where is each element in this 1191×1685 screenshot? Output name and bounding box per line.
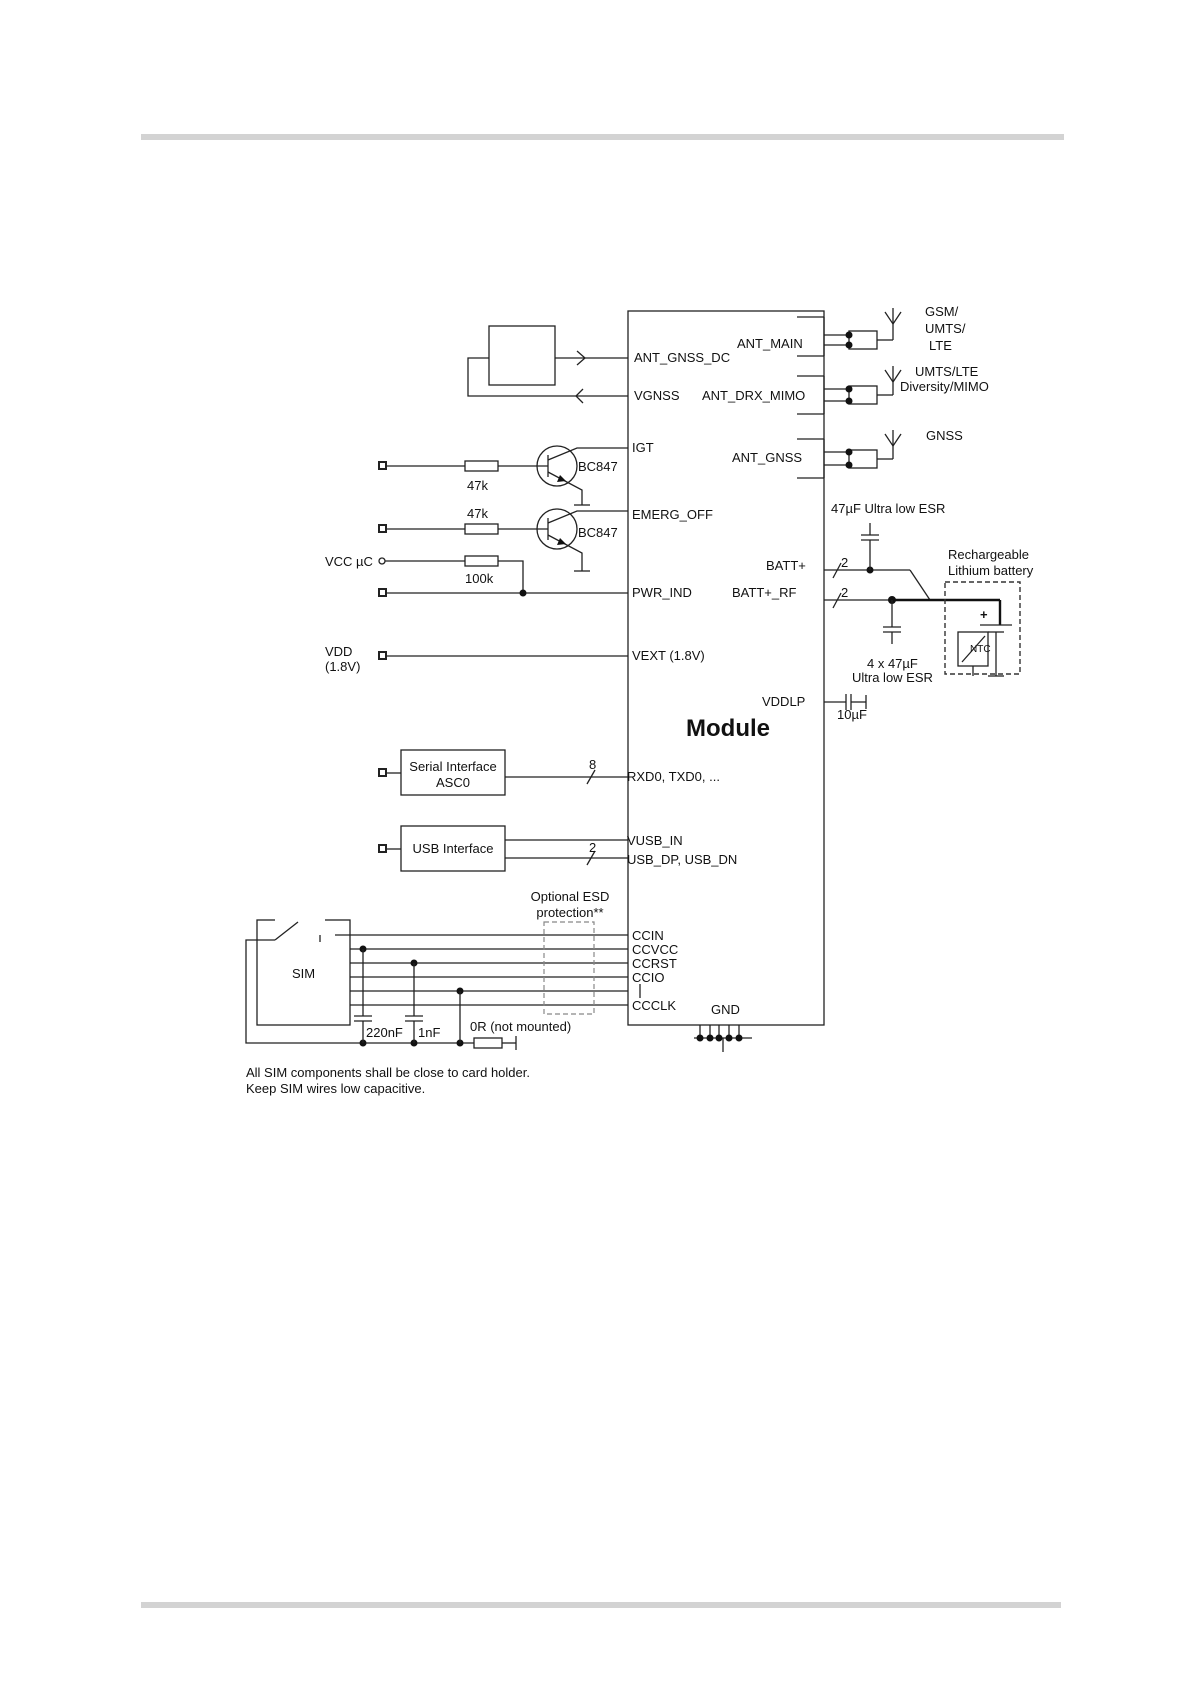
- pin-igt: IGT: [632, 440, 654, 455]
- note-line-2: Keep SIM wires low capacitive.: [246, 1081, 425, 1096]
- gnss-supply-section: [467, 325, 628, 404]
- label-1nf: 1nF: [418, 1025, 440, 1040]
- battery-supply: [824, 523, 1021, 710]
- transistor-igt: [536, 445, 578, 487]
- pin-vgnss: VGNSS: [634, 388, 680, 403]
- header-rule: [141, 134, 1064, 140]
- serial-interface: [378, 749, 628, 796]
- transistor-emerg: [536, 508, 578, 550]
- serial-label-asc0: ASC0: [436, 775, 470, 790]
- pwr-ind-circuit: [378, 555, 628, 597]
- label-cap-bot-1: 4 x 47µF: [867, 656, 918, 671]
- label-ntc: NTC: [970, 644, 991, 655]
- module-title: Module: [686, 715, 770, 742]
- ant-main-label-2: UMTS/: [925, 321, 966, 336]
- label-vcc-uc: VCC µC: [325, 554, 373, 569]
- pin-ccin: CCIN: [632, 928, 664, 943]
- emerg-off-circuit: [378, 508, 628, 572]
- gnd-pins: [694, 1025, 752, 1052]
- label-t2: BC847: [578, 525, 618, 540]
- label-0r: 0R (not mounted): [470, 1019, 571, 1034]
- esd-label-2: protection**: [536, 905, 603, 920]
- pin-rxd0: RXD0, TXD0, ...: [627, 769, 720, 784]
- antenna-gnss: [797, 430, 902, 479]
- label-cap-top: 47µF Ultra low ESR: [831, 501, 945, 516]
- pin-pwr-ind: PWR_IND: [632, 585, 692, 600]
- label-cap-vddlp: 10µF: [837, 707, 867, 722]
- pin-gnd: GND: [711, 1002, 740, 1017]
- pin-ant-gnss-dc: ANT_GNSS_DC: [634, 350, 730, 365]
- usb-interface: [378, 825, 628, 872]
- resistor-pwr: [464, 555, 499, 567]
- pin-ant-main: ANT_MAIN: [737, 336, 803, 351]
- footer-rule: [141, 1602, 1061, 1608]
- ant-main-label-1: GSM/: [925, 304, 959, 319]
- pin-batt-rf: BATT+_RF: [732, 585, 796, 600]
- ant-gnss-label: GNSS: [926, 428, 963, 443]
- label-plus: +: [980, 607, 988, 622]
- pin-vddlp: VDDLP: [762, 694, 805, 709]
- ant-drx-label-1: UMTS/LTE: [915, 364, 979, 379]
- label-r-igt: 47k: [467, 478, 488, 493]
- vext-line: [378, 651, 628, 660]
- esd-protection-box: [543, 921, 595, 1015]
- label-vdd-voltage: (1.8V): [325, 659, 360, 674]
- label-t1: BC847: [578, 459, 618, 474]
- pin-batt: BATT+: [766, 558, 806, 573]
- usb-label: USB Interface: [413, 841, 494, 856]
- label-battery-2: Lithium battery: [948, 563, 1034, 578]
- sim-card-holder: [256, 919, 351, 1026]
- note-line-1: All SIM components shall be close to car…: [246, 1065, 530, 1080]
- serial-label: Serial Interface: [409, 759, 496, 774]
- pin-ccrst: CCRST: [632, 956, 677, 971]
- antenna-drx: [797, 366, 902, 415]
- pin-ccio: CCIO: [632, 970, 665, 985]
- pin-ant-drx: ANT_DRX_MIMO: [702, 388, 805, 403]
- pin-vusb-in: VUSB_IN: [627, 833, 683, 848]
- label-cap-bot-2: Ultra low ESR: [852, 670, 933, 685]
- antenna-main: [797, 308, 902, 357]
- label-220nf: 220nF: [366, 1025, 403, 1040]
- resistor-igt: [464, 460, 499, 472]
- esd-label-1: Optional ESD: [531, 889, 610, 904]
- sim-section: [245, 912, 641, 1050]
- label-battery-1: Rechargeable: [948, 547, 1029, 562]
- bus-width-usb: 2: [589, 840, 596, 855]
- module-block: [627, 310, 825, 1026]
- bus-width-batt: 2: [841, 555, 848, 570]
- igt-circuit: [378, 445, 628, 506]
- sim-label: SIM: [292, 966, 315, 981]
- battery-box: [944, 581, 1021, 675]
- pin-ant-gnss: ANT_GNSS: [732, 450, 802, 465]
- label-r-emerg: 47k: [467, 506, 488, 521]
- pin-emerg-off: EMERG_OFF: [632, 507, 713, 522]
- resistor-emerg: [464, 523, 499, 535]
- pin-ccclk: CCCLK: [632, 998, 676, 1013]
- bus-width-batt-rf: 2: [841, 585, 848, 600]
- bus-width-serial: 8: [589, 757, 596, 772]
- pin-usb-dp: USB_DP, USB_DN: [627, 852, 737, 867]
- pin-vext: VEXT (1.8V): [632, 648, 705, 663]
- ant-main-label-3: LTE: [929, 338, 952, 353]
- label-vdd: VDD: [325, 644, 352, 659]
- pin-ccvcc: CCVCC: [632, 942, 678, 957]
- label-r-pwr: 100k: [465, 571, 494, 586]
- ant-drx-label-2: Diversity/MIMO: [900, 379, 989, 394]
